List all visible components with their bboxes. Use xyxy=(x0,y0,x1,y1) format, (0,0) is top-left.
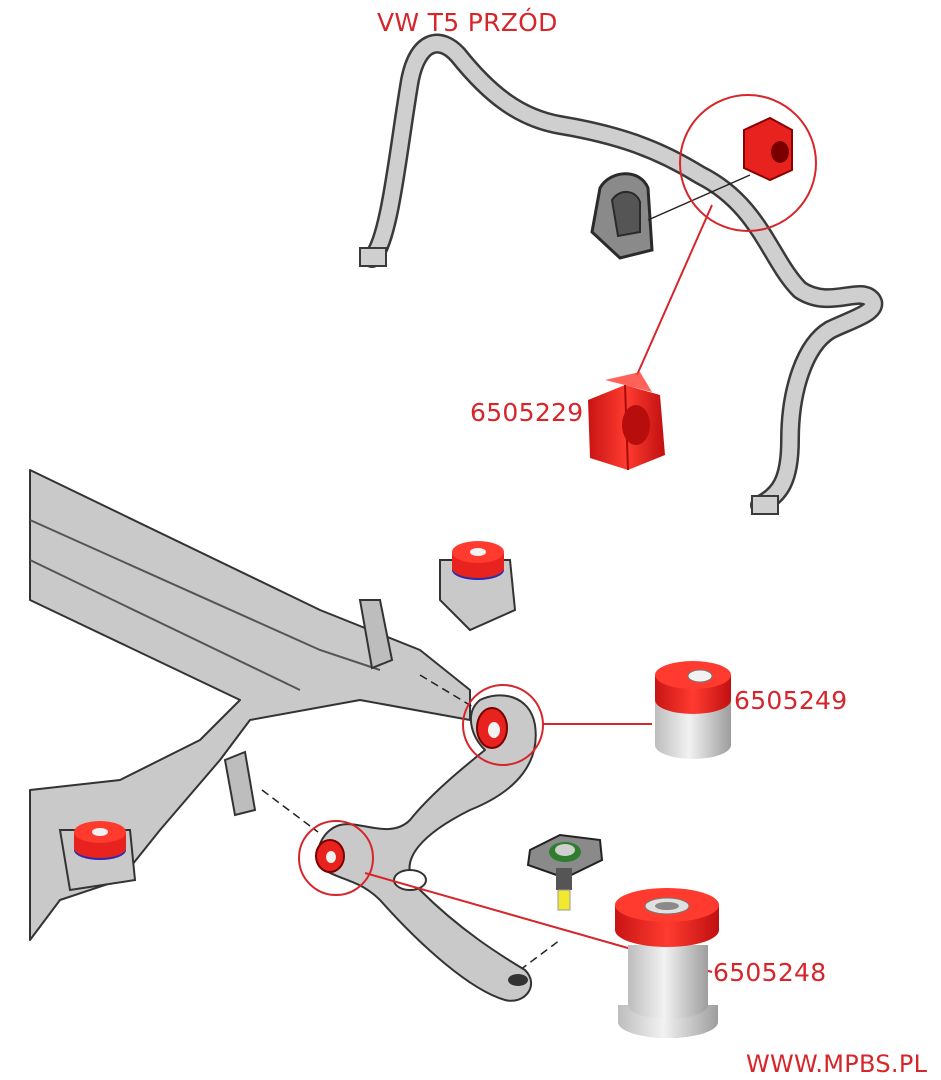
ball-joint xyxy=(526,833,604,911)
arm-bushing-rear xyxy=(298,820,374,896)
part-6505229-image xyxy=(588,372,665,471)
highlight-circle-top xyxy=(679,94,817,232)
stabilizer-clamp xyxy=(590,172,751,260)
leader-6505229 xyxy=(636,204,713,376)
control-arm xyxy=(316,694,537,1002)
part-number-label-3: 6505248 xyxy=(713,958,827,987)
stabilizer-bar xyxy=(359,33,883,515)
subframe xyxy=(29,469,517,941)
mount-bushing-top xyxy=(452,541,504,580)
part-6505249-image xyxy=(655,661,731,759)
bar-end-left xyxy=(359,247,387,267)
website-url: WWW.MPBS.PL xyxy=(746,1050,928,1078)
part-number-label-2: 6505249 xyxy=(734,686,848,715)
highlight-circle-rear xyxy=(298,820,374,896)
bar-end-right xyxy=(751,495,779,515)
stabilizer-bushing-installed xyxy=(679,94,817,232)
part-number-label-1: 6505229 xyxy=(470,398,584,427)
part-6505248-image xyxy=(615,888,719,1038)
arm-bushing-front xyxy=(462,684,544,766)
mount-bushing-bottom xyxy=(74,821,126,860)
diagram-title: VW T5 PRZÓD xyxy=(377,8,558,37)
